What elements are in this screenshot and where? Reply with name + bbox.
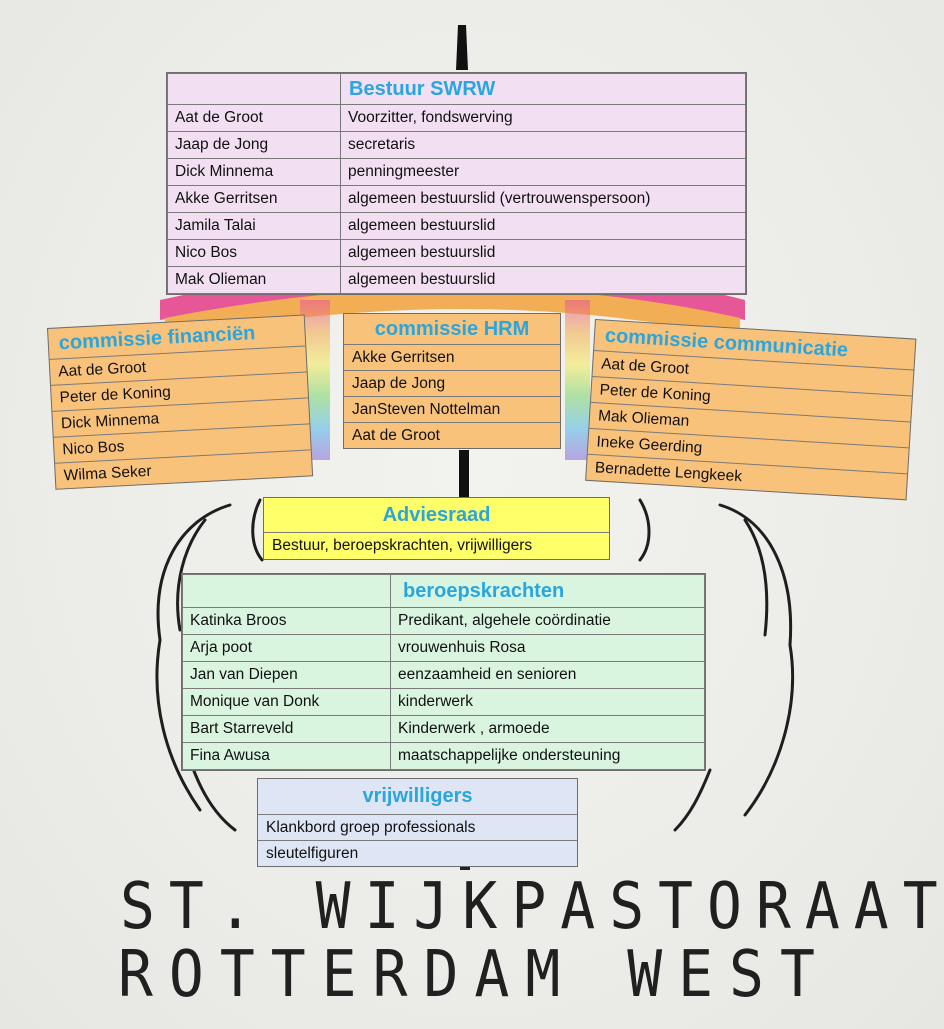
member-role: penningmeester — [340, 158, 746, 186]
member-role: Predikant, algehele coördinatie — [390, 607, 705, 635]
adviesraad-title: Adviesraad — [382, 504, 491, 526]
adviesraad-box: Adviesraad Bestuur, beroepskrachten, vri… — [263, 497, 610, 560]
member-role: Voorzitter, fondswerving — [340, 104, 746, 132]
list-item: sleutelfiguren — [258, 840, 577, 866]
member-role: kinderwerk — [390, 688, 705, 716]
list-item: JanSteven Nottelman — [344, 396, 560, 422]
member-role: algemeen bestuurslid — [340, 212, 746, 240]
figure-sketches — [155, 498, 794, 832]
member-role: algemeen bestuurslid — [340, 239, 746, 267]
member-name: Akke Gerritsen — [167, 185, 341, 213]
commissie-hrm-title: commissie HRM — [374, 318, 530, 340]
member-name: Monique van Donk — [182, 688, 391, 716]
member-role: vrouwenhuis Rosa — [390, 634, 705, 662]
member-name: Jan van Diepen — [182, 661, 391, 689]
member-role: secretaris — [340, 131, 746, 159]
bestuur-header-empty — [167, 73, 341, 105]
bestuur-title: Bestuur SWRW — [340, 73, 746, 105]
commissie-hrm-box: commissie HRM Akke Gerritsen Jaap de Jon… — [343, 313, 561, 449]
member-role: Kinderwerk , armoede — [390, 715, 705, 743]
post-top — [456, 25, 468, 70]
member-name: Nico Bos — [167, 239, 341, 267]
member-name: Mak Olieman — [167, 266, 341, 294]
adviesraad-members: Bestuur, beroepskrachten, vrijwilligers — [264, 532, 609, 559]
commissie-financien-box: commissie financiën Aat de Groot Peter d… — [47, 314, 314, 490]
beroepskrachten-title: beroepskrachten — [390, 574, 705, 608]
member-name: Fina Awusa — [182, 742, 391, 770]
post-middle — [459, 450, 469, 500]
member-name: Jaap de Jong — [167, 131, 341, 159]
vrijwilligers-title: vrijwilligers — [362, 785, 473, 807]
logo-line-1: ST. WIJKPASTORAAT — [120, 868, 944, 944]
list-item: Klankbord groep professionals — [258, 814, 577, 840]
member-role: algemeen bestuurslid (vertrouwenspersoon… — [340, 185, 746, 213]
member-role: eenzaamheid en senioren — [390, 661, 705, 689]
member-role: maatschappelijke ondersteuning — [390, 742, 705, 770]
member-name: Dick Minnema — [167, 158, 341, 186]
member-name: Jamila Talai — [167, 212, 341, 240]
member-name: Arja poot — [182, 634, 391, 662]
list-item: Aat de Groot — [344, 422, 560, 448]
list-item: Jaap de Jong — [344, 370, 560, 396]
beroepskrachten-header-empty — [182, 574, 391, 608]
member-name: Aat de Groot — [167, 104, 341, 132]
list-item: Akke Gerritsen — [344, 344, 560, 370]
member-role: algemeen bestuurslid — [340, 266, 746, 294]
vrijwilligers-box: vrijwilligers Klankbord groep profession… — [257, 778, 578, 867]
logo-line-2: ROTTERDAM WEST — [118, 936, 831, 1012]
member-name: Bart Starreveld — [182, 715, 391, 743]
commissie-communicatie-box: commissie communicatie Aat de Groot Pete… — [585, 319, 917, 501]
member-name: Katinka Broos — [182, 607, 391, 635]
